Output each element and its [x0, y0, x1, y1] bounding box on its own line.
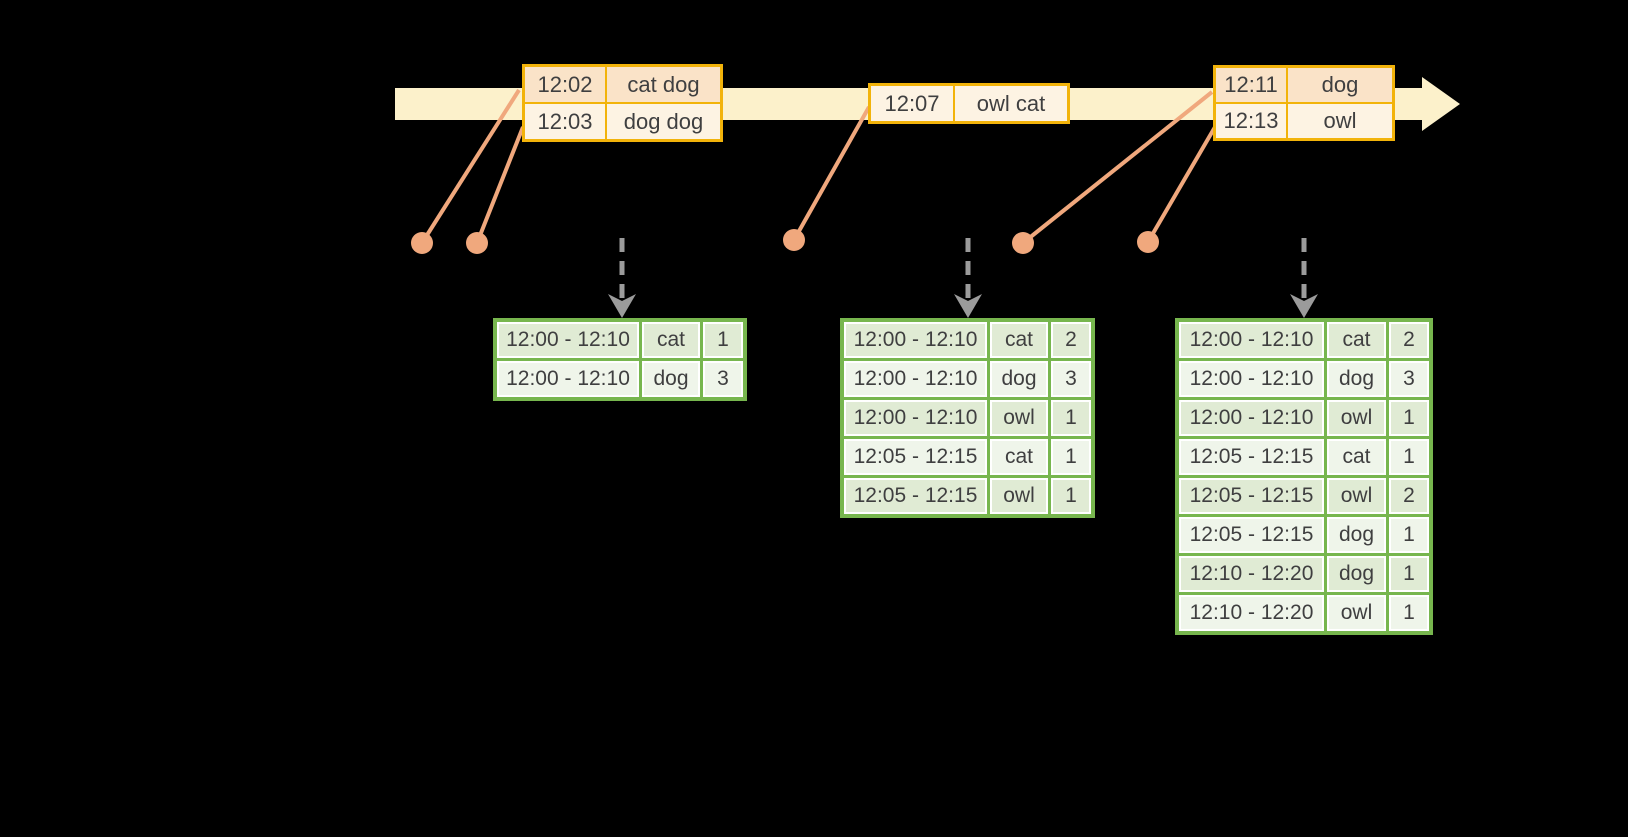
result-word: dog	[1327, 361, 1386, 397]
event-connector-line	[792, 106, 871, 241]
event-table-3: 12:11 dog 12:13 owl	[1213, 65, 1395, 141]
result-table-3: 12:00 - 12:10 cat 2 12:00 - 12:10 dog 3 …	[1175, 318, 1433, 635]
result-word: owl	[990, 478, 1048, 514]
event-connector-line	[420, 88, 521, 245]
event-time: 12:11	[1216, 68, 1286, 102]
result-table-2: 12:00 - 12:10 cat 2 12:00 - 12:10 dog 3 …	[840, 318, 1095, 518]
result-word: cat	[990, 439, 1048, 475]
result-window: 12:00 - 12:10	[844, 322, 987, 358]
result-word: cat	[1327, 322, 1386, 358]
event-time: 12:13	[1216, 104, 1286, 138]
result-count: 1	[1389, 556, 1429, 592]
result-count: 1	[1051, 478, 1091, 514]
event-dot	[1137, 231, 1159, 253]
result-window: 12:00 - 12:10	[497, 361, 639, 397]
result-count: 2	[1051, 322, 1091, 358]
result-count: 1	[1389, 595, 1429, 631]
result-word: cat	[990, 322, 1048, 358]
event-time: 12:07	[871, 86, 953, 121]
result-window: 12:00 - 12:10	[1179, 400, 1324, 436]
event-words: owl cat	[955, 86, 1067, 121]
result-word: owl	[1327, 478, 1386, 514]
event-time: 12:02	[525, 67, 605, 102]
result-word: dog	[1327, 556, 1386, 592]
result-count: 1	[1389, 517, 1429, 553]
trigger-arrowhead-icon	[608, 294, 636, 318]
result-window: 12:00 - 12:10	[1179, 361, 1324, 397]
timeline-arrowhead-icon	[1422, 77, 1460, 131]
result-window: 12:10 - 12:20	[1179, 556, 1324, 592]
result-window: 12:00 - 12:10	[844, 400, 987, 436]
event-dot	[1012, 232, 1034, 254]
result-word: dog	[642, 361, 700, 397]
result-window: 12:00 - 12:10	[1179, 322, 1324, 358]
event-words: dog	[1288, 68, 1392, 102]
event-time: 12:03	[525, 104, 605, 139]
result-count: 1	[1389, 400, 1429, 436]
trigger-arrowhead-icon	[954, 294, 982, 318]
result-window: 12:00 - 12:10	[497, 322, 639, 358]
result-window: 12:05 - 12:15	[844, 439, 987, 475]
result-window: 12:00 - 12:10	[844, 361, 987, 397]
result-count: 2	[1389, 478, 1429, 514]
result-count: 3	[703, 361, 743, 397]
result-window: 12:05 - 12:15	[1179, 439, 1324, 475]
result-count: 1	[703, 322, 743, 358]
result-word: owl	[990, 400, 1048, 436]
event-dot	[466, 232, 488, 254]
result-window: 12:05 - 12:15	[1179, 478, 1324, 514]
result-word: cat	[1327, 439, 1386, 475]
event-connector-line	[1146, 125, 1217, 244]
event-dot	[783, 229, 805, 251]
result-count: 1	[1389, 439, 1429, 475]
event-table-2: 12:07 owl cat	[868, 83, 1070, 124]
result-count: 3	[1389, 361, 1429, 397]
result-count: 1	[1051, 400, 1091, 436]
result-word: owl	[1327, 400, 1386, 436]
event-table-1: 12:02 cat dog 12:03 dog dog	[522, 64, 723, 142]
result-window: 12:10 - 12:20	[1179, 595, 1324, 631]
result-word: cat	[642, 322, 700, 358]
event-connector-line	[475, 126, 525, 244]
event-words: cat dog	[607, 67, 720, 102]
result-word: owl	[1327, 595, 1386, 631]
result-count: 1	[1051, 439, 1091, 475]
event-words: dog dog	[607, 104, 720, 139]
event-dot	[411, 232, 433, 254]
result-word: dog	[990, 361, 1048, 397]
result-table-1: 12:00 - 12:10 cat 1 12:00 - 12:10 dog 3	[493, 318, 747, 401]
event-words: owl	[1288, 104, 1392, 138]
trigger-arrowhead-icon	[1290, 294, 1318, 318]
result-word: dog	[1327, 517, 1386, 553]
event-connector-line	[1021, 90, 1214, 245]
result-count: 2	[1389, 322, 1429, 358]
result-window: 12:05 - 12:15	[1179, 517, 1324, 553]
result-count: 3	[1051, 361, 1091, 397]
result-window: 12:05 - 12:15	[844, 478, 987, 514]
